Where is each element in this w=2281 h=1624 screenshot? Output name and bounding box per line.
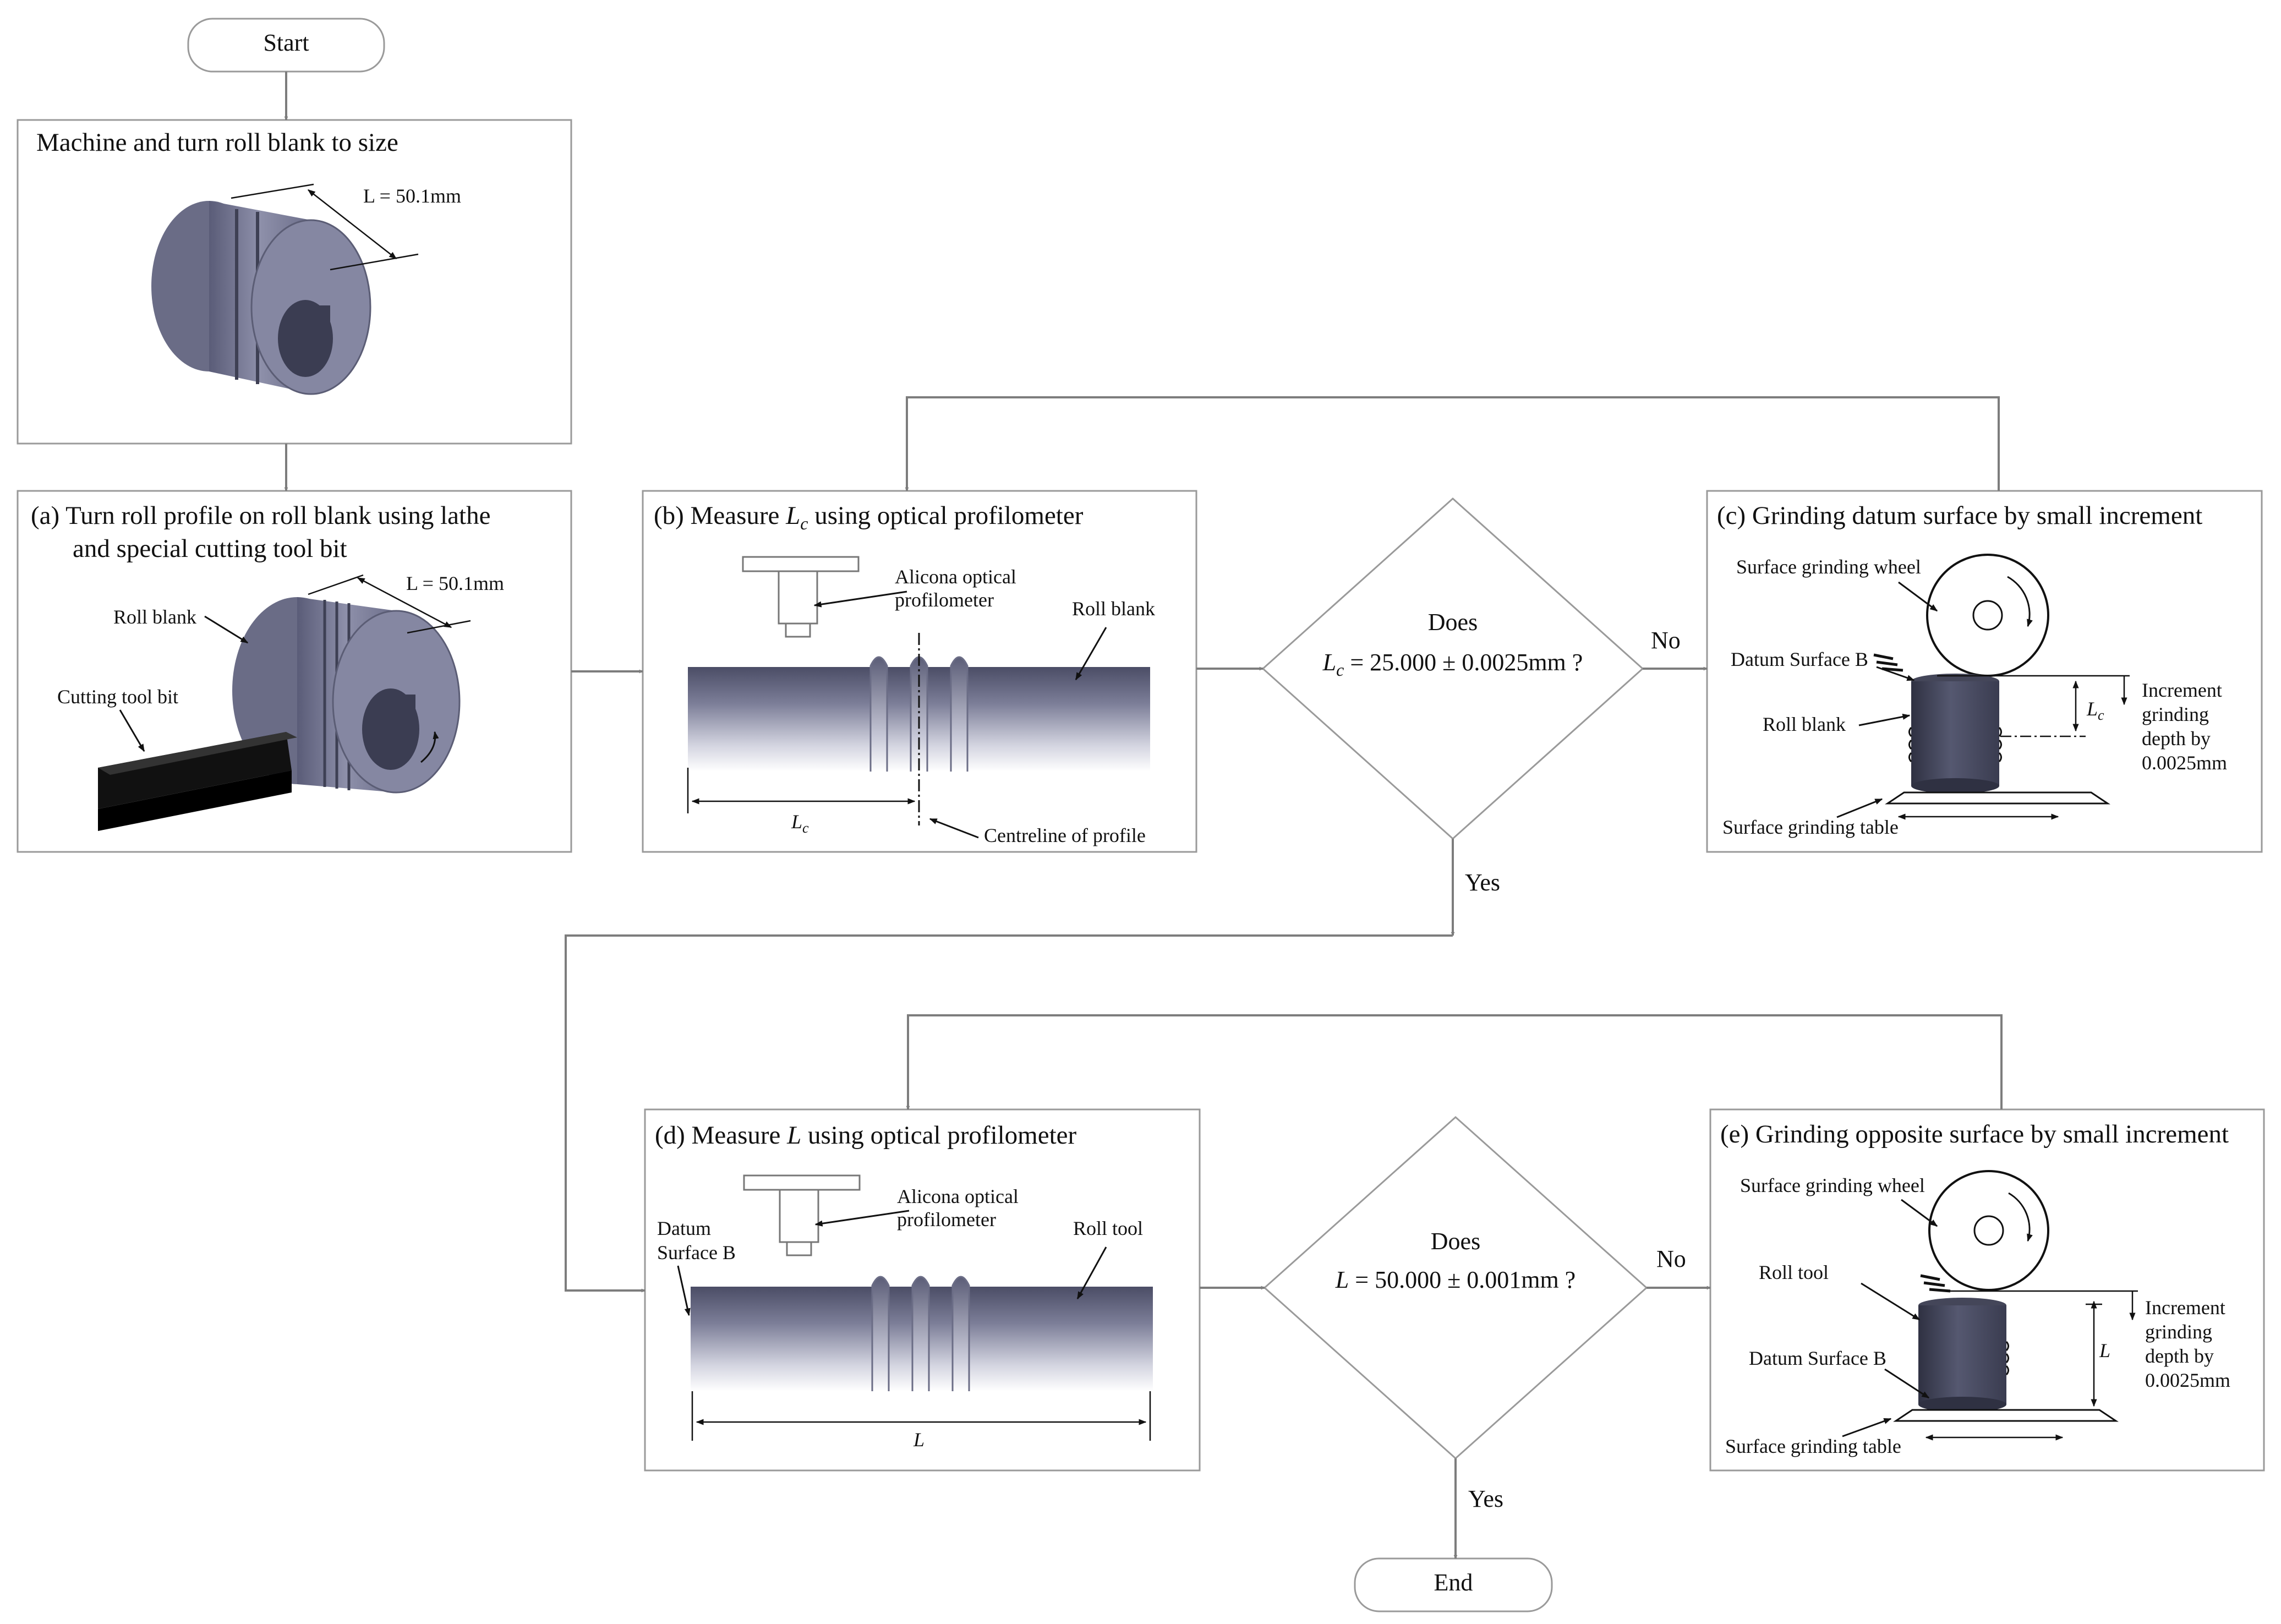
step-d-datum-label-2: Surface B	[657, 1242, 736, 1264]
roll-blank-cylinder-c	[1908, 674, 2002, 794]
connector-e-loop-to-d	[906, 1014, 2003, 1110]
decision1-yes-label: Yes	[1465, 869, 1500, 896]
step-b-centreline-label: Centreline of profile	[984, 824, 1146, 846]
end-label: End	[1434, 1569, 1473, 1596]
roll-blank-lathe-illustration	[98, 597, 461, 831]
decision-l-check: Does L = 50.000 ± 0.001mm ?	[1263, 1116, 1648, 1460]
start-terminal: Start	[187, 18, 385, 73]
step-e-grinding-opposite-surface: (e) Grinding opposite surface by small i…	[1709, 1108, 2265, 1472]
step-c-title: (c) Grinding datum surface by small incr…	[1717, 501, 2202, 530]
step-e-increment-2: grinding	[2145, 1321, 2212, 1343]
step-c-datum-label: Datum Surface B	[1731, 648, 1868, 670]
step-b-profilometer-label-1: Alicona optical	[895, 566, 1016, 588]
step-d-measure-l: (d) Measure L using optical profilometer…	[644, 1108, 1201, 1472]
step-a-title-line2: and special cutting tool bit	[73, 534, 347, 563]
roll-tool-cylinder-e	[1918, 1298, 2009, 1412]
step-c-table-label: Surface grinding table	[1722, 816, 1899, 838]
decision2-no-label: No	[1656, 1245, 1686, 1272]
step-b-profilometer-label-2: profilometer	[895, 589, 994, 611]
step-d-title: (d) Measure L using optical profilometer	[655, 1121, 1077, 1150]
step-d-roll-tool-label: Roll tool	[1073, 1217, 1143, 1239]
step-b-dimension-label: Lc	[791, 811, 809, 836]
decision1-line1: Does	[1428, 609, 1478, 636]
step-e-increment-3: depth by	[2145, 1345, 2214, 1367]
decision-lc-check: Does Lc = 25.000 ± 0.0025mm ?	[1261, 497, 1644, 840]
step-machine-roll-blank: Machine and turn roll blank to size L = …	[17, 119, 572, 445]
step-a-roll-blank-label: Roll blank	[113, 606, 196, 628]
flow-connectors	[284, 72, 2003, 1559]
grinding-wheel-e	[1928, 1170, 2049, 1291]
start-label: Start	[263, 29, 309, 56]
step-d-profilometer-label-1: Alicona optical	[897, 1185, 1019, 1207]
step0-dimension: L = 50.1mm	[363, 185, 461, 207]
step-b-measure-lc: (b) Measure Lc using optical profilomete…	[642, 490, 1197, 853]
step-e-roll-tool-label: Roll tool	[1759, 1261, 1829, 1283]
step-e-datum-label: Datum Surface B	[1749, 1347, 1886, 1369]
step-c-increment-4: 0.0025mm	[2142, 752, 2227, 774]
step-c-roll-blank-label: Roll blank	[1763, 713, 1846, 735]
optical-profilometer-b	[742, 556, 860, 638]
decision2-line2: L = 50.000 ± 0.001mm ?	[1335, 1266, 1576, 1293]
step-e-wheel-label: Surface grinding wheel	[1740, 1174, 1925, 1196]
connector-yes-to-d	[565, 934, 1453, 1293]
step-b-roll-blank-label: Roll blank	[1072, 598, 1155, 620]
step-e-table-label: Surface grinding table	[1725, 1435, 1901, 1457]
step-d-dimension-label: L	[913, 1429, 925, 1451]
roll-blank-illustration	[151, 201, 371, 395]
step-c-increment-3: depth by	[2142, 728, 2211, 750]
step-e-dimension-label: L	[2099, 1339, 2110, 1361]
step-d-profilometer-label-2: profilometer	[897, 1209, 996, 1231]
step0-title: Machine and turn roll blank to size	[36, 128, 398, 157]
step-e-increment-4: 0.0025mm	[2145, 1369, 2230, 1391]
decision1-line2: Lc = 25.000 ± 0.0025mm ?	[1322, 649, 1583, 680]
step-c-wheel-label: Surface grinding wheel	[1736, 556, 1921, 578]
step-c-grinding-datum-surface: (c) Grinding datum surface by small incr…	[1706, 490, 2263, 853]
grinding-wheel-c	[1926, 554, 2049, 677]
sparks-e	[1920, 1274, 1951, 1293]
end-terminal: End	[1354, 1557, 1553, 1612]
step-d-datum-label-1: Datum	[657, 1217, 711, 1239]
step-e-title: (e) Grinding opposite surface by small i…	[1720, 1120, 2229, 1149]
step-a-turn-roll-profile: (a) Turn roll profile on roll blank usin…	[17, 490, 572, 853]
decision1-no-label: No	[1651, 627, 1681, 654]
step-c-increment-1: Increment	[2142, 679, 2222, 701]
step-c-increment-2: grinding	[2142, 703, 2209, 725]
step-e-increment-1: Increment	[2145, 1297, 2225, 1319]
decision2-yes-label: Yes	[1468, 1485, 1503, 1512]
step-c-dimension-label: Lc	[2086, 698, 2104, 723]
step-a-title-line1: (a) Turn roll profile on roll blank usin…	[31, 501, 490, 530]
sparks-c	[1873, 653, 1903, 672]
step-b-title: (b) Measure Lc using optical profilomete…	[654, 501, 1084, 533]
roll-tool-profile-d	[691, 1276, 1153, 1391]
optical-profilometer-d	[743, 1174, 861, 1256]
decision2-line1: Does	[1431, 1228, 1480, 1255]
step-a-dimension: L = 50.1mm	[406, 572, 504, 594]
connector-c-loop-to-b	[905, 396, 2000, 491]
step-a-cutting-tool-label: Cutting tool bit	[57, 686, 178, 708]
roll-blank-profile-b	[688, 633, 1150, 825]
